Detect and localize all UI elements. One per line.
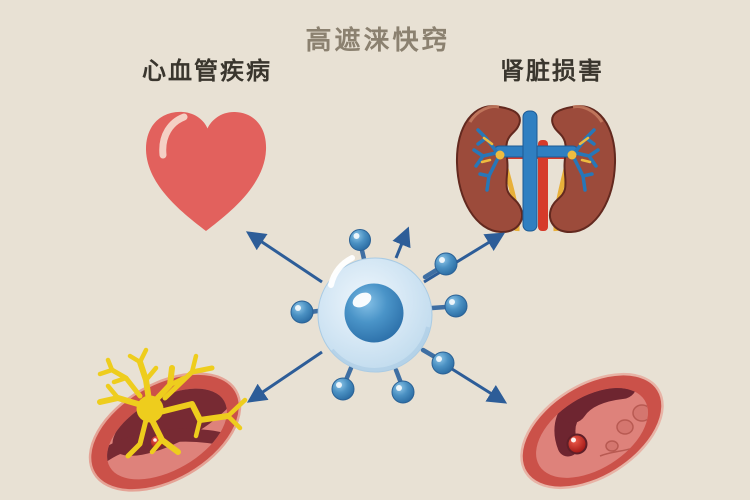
arrow-up-right [423,232,506,284]
heart-highlight [159,113,188,159]
pathogen-cell-icon [290,229,468,404]
arrow-down-right [451,367,508,404]
blood-vessel-clot-icon [520,369,664,490]
kidneys-icon [455,105,617,234]
renal-calyces [480,136,592,164]
arrow-up [392,226,411,259]
urate-crystal-icon [97,347,248,459]
heart-icon [145,111,267,231]
arrow-up-left [245,231,323,284]
label-kidney-damage: 肾脏损害 [500,58,604,85]
cell-spikes [307,243,449,386]
blood-clot [566,433,588,455]
label-cardiovascular-disease: 心血管疾病 [142,58,272,85]
arrow-down-left [246,350,323,403]
infographic-title: 高遮涞快窍 [305,25,451,55]
cell-receptor-spheres [290,229,468,404]
cell-nucleus [344,283,404,343]
radiating-arrows [245,226,508,404]
blood-vessel-crystal-icon [88,347,248,492]
